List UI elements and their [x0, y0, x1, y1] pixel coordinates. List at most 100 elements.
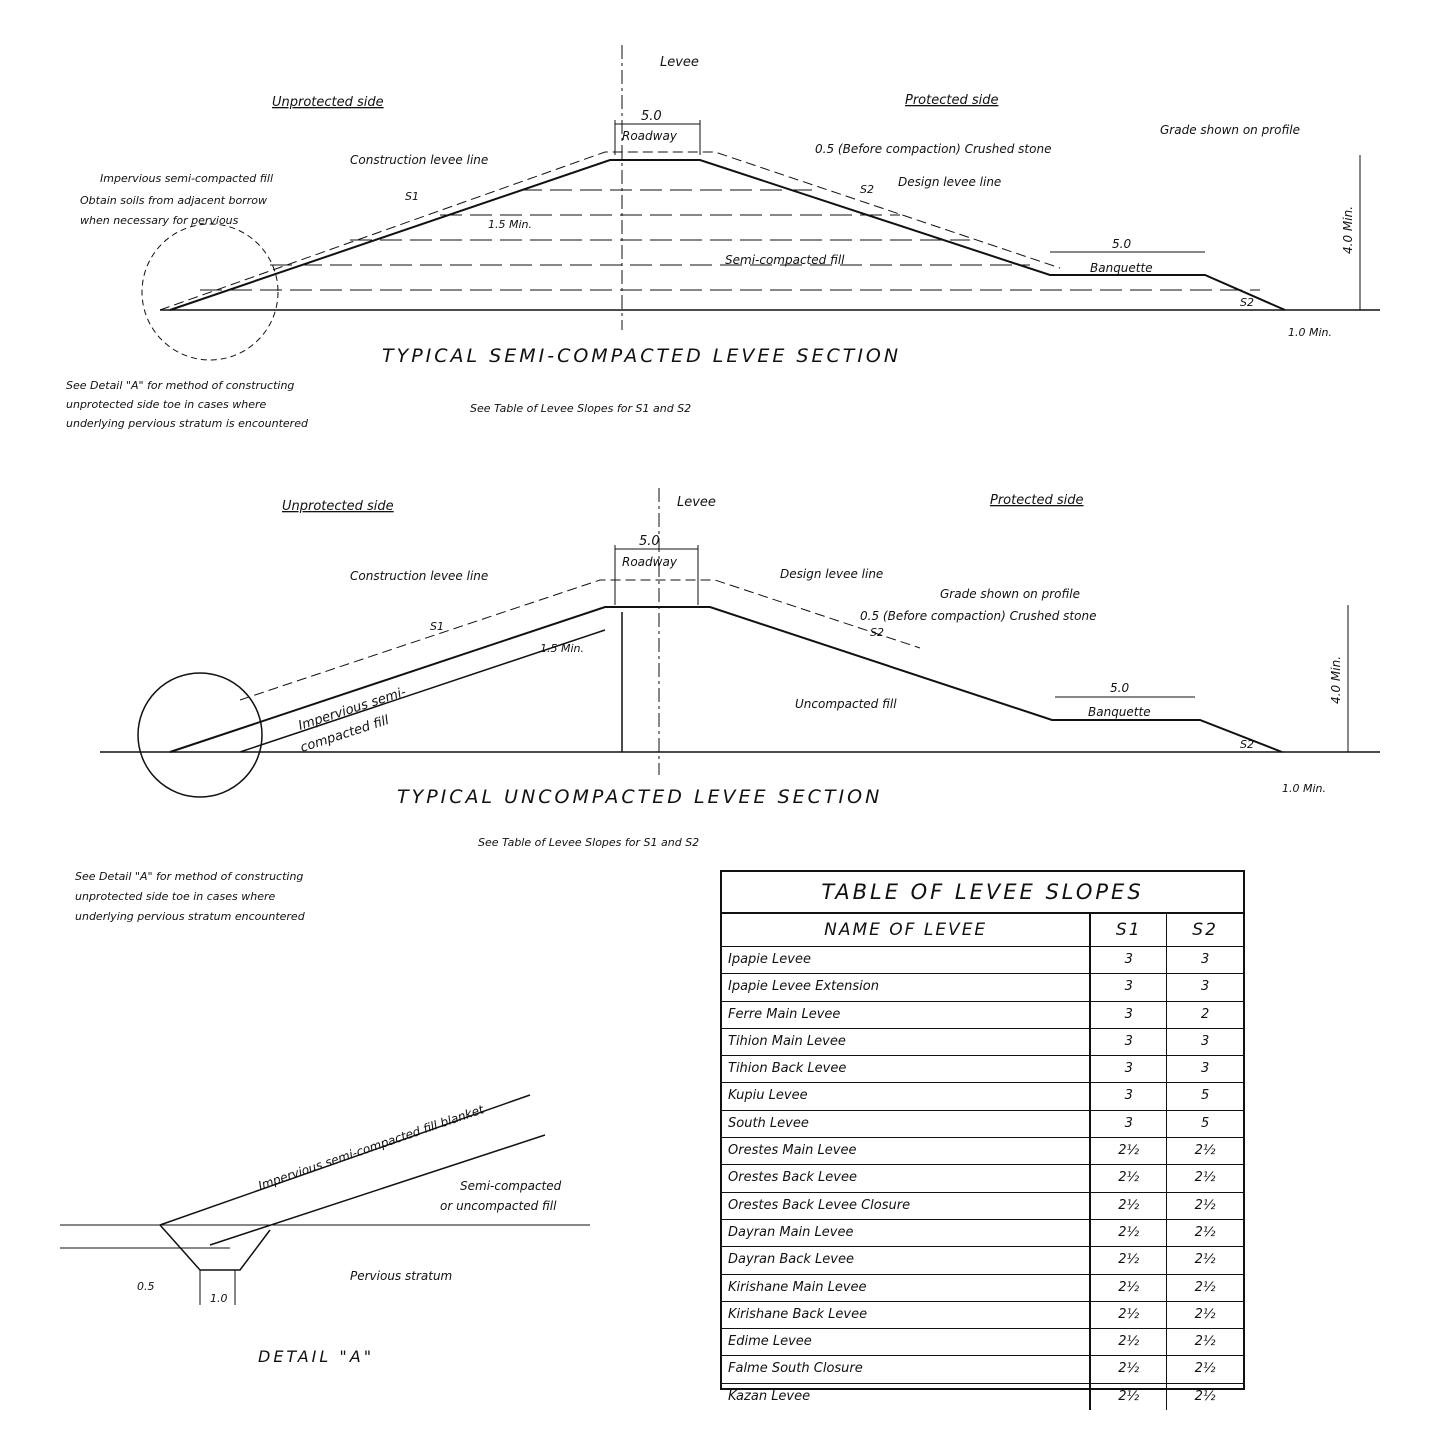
cell-s1: 2½: [1091, 1247, 1168, 1274]
detail-title: DETAIL "A": [258, 1347, 374, 1366]
cell-name: Ferre Main Levee: [722, 1001, 1092, 1028]
roadway-label: Roadway: [622, 555, 678, 569]
roadway-width: 5.0: [639, 534, 660, 549]
cell-s2: 5: [1200, 1115, 1210, 1131]
cell-s1: 2½: [1091, 1301, 1168, 1329]
col-s1-header: S1: [1091, 914, 1168, 946]
height-label: 4.0 Min.: [1341, 206, 1355, 254]
cell-name: Dayran Main Levee: [722, 1219, 1092, 1247]
slope-ref: See Table of Levee Slopes for S1 and S2: [470, 402, 691, 415]
left-side-label: Unprotected side: [272, 95, 384, 110]
cell-s2: 5: [1200, 1088, 1210, 1104]
cell-s2: 3: [1200, 1061, 1210, 1077]
cell-s1: 3: [1091, 1110, 1168, 1138]
slope1-label: S1: [405, 190, 419, 203]
min-label: 1.0 Min.: [1288, 326, 1332, 339]
impervious-note-3: when necessary for pervious: [80, 214, 239, 227]
cell-s2: 2½: [1194, 1361, 1216, 1377]
cell-s1: 2½: [1091, 1329, 1168, 1356]
detail-circle: [141, 223, 279, 361]
impervious-note-1: Impervious semi-compacted fill: [100, 172, 273, 185]
cell-s2: 3: [1200, 979, 1210, 995]
cell-s1: 3: [1091, 1028, 1168, 1056]
cell-s1: 3: [1091, 1001, 1168, 1028]
design-line-label: Design levee line: [780, 567, 883, 581]
detail-dim2: 1.0: [210, 1292, 228, 1305]
cell-name: Orestes Back Levee Closure: [722, 1192, 1092, 1219]
cell-s1: 2½: [1091, 1219, 1168, 1247]
impervious-note-2: Obtain soils from adjacent borrow: [80, 194, 267, 207]
construction-line-label: Construction levee line: [350, 153, 488, 167]
detail-fill-2: or uncompacted fill: [440, 1199, 557, 1213]
berm-width: 5.0: [1112, 237, 1131, 251]
detail-circle: [137, 672, 263, 798]
min-width: 1.5 Min.: [488, 218, 532, 231]
cell-s1: 3: [1091, 974, 1168, 1001]
slope1-label: S1: [430, 620, 444, 633]
cell-name: Ipapie Levee Extension: [722, 974, 1092, 1001]
uncompacted-section: Levee Unprotected side Protected side 5.…: [75, 488, 1380, 923]
semi-compacted-section: Levee Unprotected side Protected side 5.…: [66, 45, 1380, 430]
cell-s2: 2: [1200, 1006, 1210, 1022]
cell-s2: 3: [1200, 952, 1210, 967]
cell-s1: 2½: [1091, 1383, 1168, 1411]
cell-name: Edime Levee: [722, 1329, 1092, 1356]
cell-s1: 2½: [1091, 1192, 1168, 1219]
cell-s2: 2½: [1194, 1170, 1216, 1186]
cell-s2: 3: [1200, 1033, 1210, 1049]
cell-s1: 2½: [1091, 1165, 1168, 1192]
section2-title: TYPICAL UNCOMPACTED LEVEE SECTION: [397, 786, 882, 808]
levee-slopes-table: TABLE OF LEVEE SLOPES NAME OF LEVEE S1 S…: [720, 870, 1245, 1411]
detail-fill-1: Semi-compacted: [460, 1179, 562, 1193]
cell-s1: 2½: [1091, 1356, 1168, 1383]
grade-note: Grade shown on profile: [940, 587, 1080, 601]
cell-name: Kirishane Back Levee: [722, 1301, 1092, 1329]
levee-outline: [169, 606, 1283, 753]
detail-note-3: underlying pervious stratum is encounter…: [66, 417, 309, 430]
crown-note: 0.5 (Before compaction) Crushed stone: [815, 142, 1051, 156]
cell-s1: 2½: [1091, 1274, 1168, 1301]
cell-name: Orestes Back Levee: [722, 1165, 1092, 1192]
min-width: 1.5 Min.: [540, 642, 584, 655]
cell-s2: 2½: [1194, 1252, 1216, 1268]
detail-dim1: 0.5: [137, 1280, 155, 1293]
cell-s2: 2½: [1194, 1197, 1216, 1213]
berm-width: 5.0: [1110, 681, 1129, 695]
detail-stratum: Pervious stratum: [350, 1269, 452, 1283]
cell-s2: 2½: [1194, 1224, 1216, 1240]
height-label: 4.0 Min.: [1329, 656, 1343, 704]
min-label: 1.0 Min.: [1282, 782, 1326, 795]
cell-s2: 2½: [1194, 1279, 1216, 1295]
fill-label: Semi-compacted fill: [725, 253, 845, 267]
table-title: TABLE OF LEVEE SLOPES: [722, 872, 1243, 914]
detail-note-2: unprotected side toe in cases where: [75, 890, 276, 903]
cell-name: South Levee: [722, 1110, 1092, 1138]
detail-note-1: See Detail "A" for method of constructin…: [75, 870, 303, 883]
col-s2-header: S2: [1192, 920, 1218, 940]
cell-s2: 2½: [1194, 1306, 1216, 1322]
cell-name: Ipapie Levee: [722, 947, 1092, 974]
slope2-berm-label: S2: [1240, 738, 1254, 751]
cell-s2: 2½: [1194, 1143, 1216, 1159]
slope2-label: S2: [870, 626, 884, 639]
slope2-berm-label: S2: [1240, 296, 1254, 309]
cell-s1: 3: [1091, 1056, 1168, 1083]
design-line-label: Design levee line: [898, 175, 1001, 189]
